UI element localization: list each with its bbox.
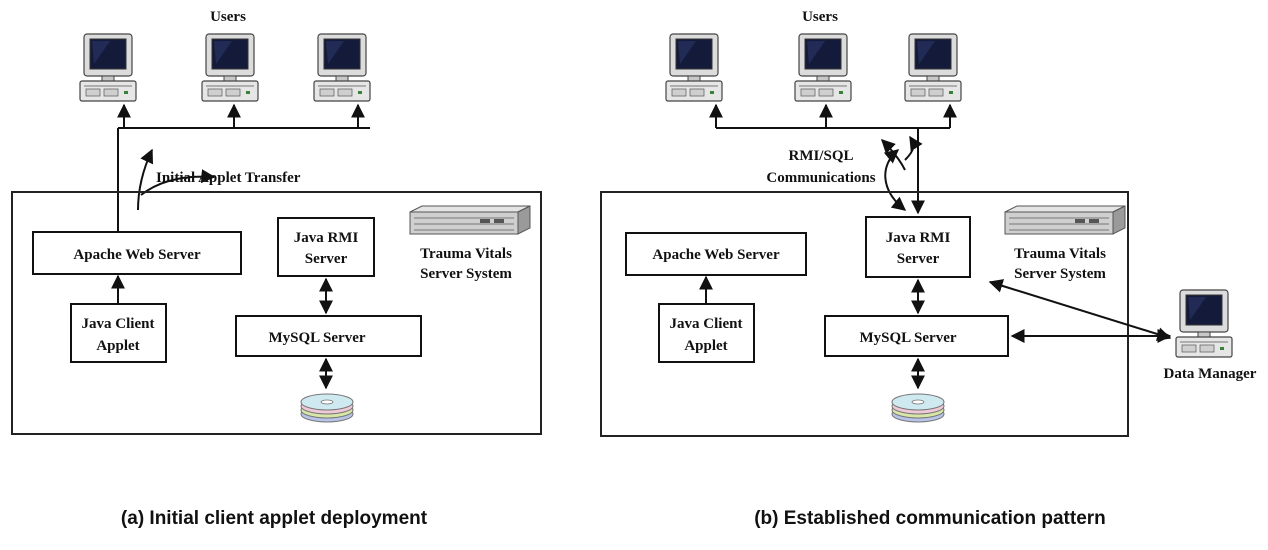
apache-label: Apache Web Server (73, 247, 201, 263)
java-client-applet-box (658, 303, 755, 363)
database-disks-icon (891, 393, 945, 423)
applet-transfer-arrow (137, 148, 154, 211)
java-client-label-line1: Java Client (670, 316, 743, 332)
apache-web-server-box (625, 232, 807, 276)
database-disks-icon (300, 393, 354, 423)
mysql-label: MySQL Server (268, 330, 365, 346)
server-system-label-line2: Server System (420, 266, 512, 282)
java-client-applet-box (70, 303, 167, 363)
apache-label: Apache Web Server (652, 247, 780, 263)
users-label: Users (210, 9, 246, 25)
user-computer-icon (313, 33, 371, 102)
rmi-sql-arrow (904, 135, 923, 161)
mysql-server-box (235, 315, 422, 357)
server-rack-icon (409, 205, 531, 235)
mysql-label: MySQL Server (859, 330, 956, 346)
user-computer-icon (904, 33, 962, 102)
java-client-label-line2: Applet (684, 338, 727, 354)
java-client-label-line2: Applet (96, 338, 139, 354)
data-manager-computer-icon (1175, 289, 1233, 358)
data-manager-label: Data Manager (1164, 366, 1257, 382)
java-rmi-server-box (277, 217, 375, 277)
data-manager-rmi-arrow (988, 279, 1172, 341)
java-rmi-label-line2: Server (897, 251, 940, 267)
java-client-label-line1: Java Client (82, 316, 155, 332)
rmi-sql-arrow (881, 139, 906, 171)
server-system-frame (11, 191, 542, 435)
comm-label-line1: RMI/SQL (788, 148, 853, 164)
caption-b: (b) Established communication pattern (754, 508, 1106, 529)
apache-web-server-box (32, 231, 242, 275)
java-rmi-label-line1: Java RMI (294, 230, 359, 246)
user-computer-icon (201, 33, 259, 102)
caption-a: (a) Initial client applet deployment (121, 508, 428, 529)
rmi-sql-arrow (883, 149, 907, 211)
server-system-label-line1: Trauma Vitals (420, 246, 512, 262)
java-rmi-label-line1: Java RMI (886, 230, 951, 246)
comm-label-line2: Communications (766, 170, 875, 186)
server-system-label-line1: Trauma Vitals (1014, 246, 1106, 262)
server-system-label-line2: Server System (1014, 266, 1106, 282)
panel-a: Users Initial Applet Transfer Apache Web… (11, 9, 542, 529)
java-rmi-label-line2: Server (305, 251, 348, 267)
user-computer-icon (665, 33, 723, 102)
server-rack-icon (1004, 205, 1126, 235)
java-rmi-server-box (865, 216, 971, 278)
user-computer-icon (79, 33, 137, 102)
users-label: Users (802, 9, 838, 25)
applet-transfer-label: Initial Applet Transfer (156, 170, 301, 186)
panel-b: Users RMI/SQL Communications Apache Web … (600, 9, 1257, 529)
user-computer-icon (794, 33, 852, 102)
